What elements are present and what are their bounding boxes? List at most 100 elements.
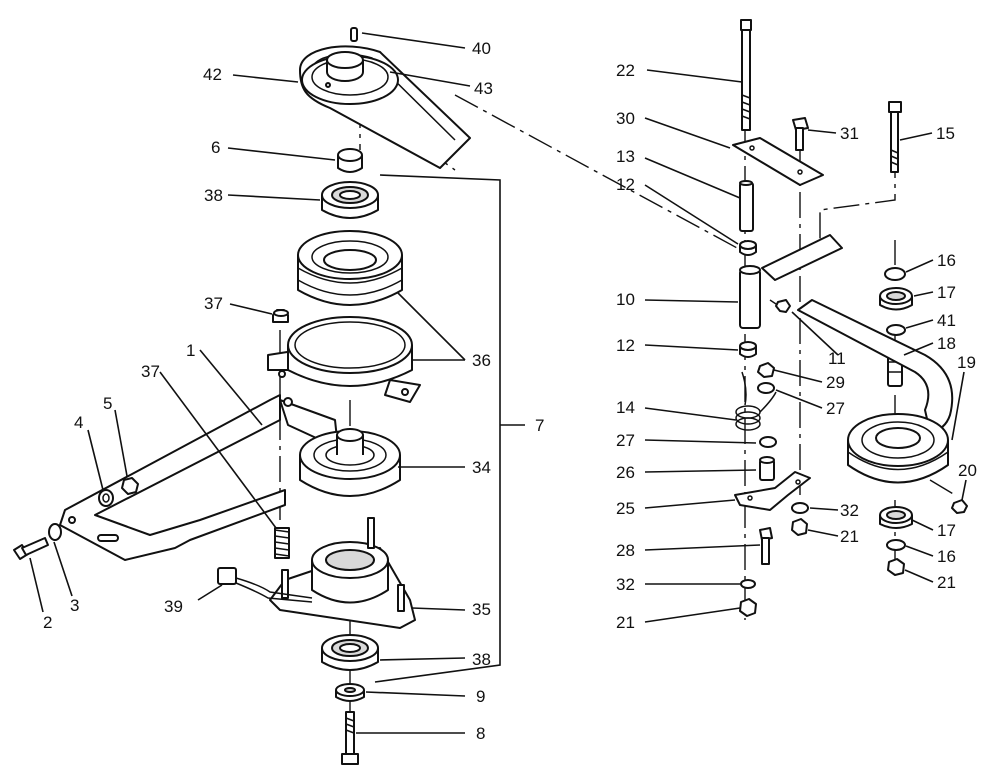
- callout-19: 19: [957, 353, 976, 372]
- callout-17-upper: 17: [937, 283, 956, 302]
- callout-18: 18: [937, 334, 956, 353]
- part-4-bushing: [98, 489, 114, 507]
- callout-6: 6: [211, 138, 220, 157]
- part-6-spacer: [337, 148, 363, 173]
- callout-38-bottom: 38: [472, 650, 491, 669]
- part-17-bearing-upper: [879, 287, 913, 311]
- part-3-washer: [48, 523, 62, 541]
- part-37-spring: [274, 527, 290, 559]
- part-41-o-ring: [886, 324, 906, 336]
- part-38-bearing-bottom: [321, 634, 379, 671]
- part-22-long-bolt: [740, 19, 752, 131]
- part-25-bracket: [734, 471, 811, 511]
- callout-43: 43: [474, 79, 493, 98]
- part-1-mounting-bracket: [59, 394, 339, 561]
- callout-34: 34: [472, 458, 491, 477]
- part-31-short-bolt: [792, 117, 809, 151]
- part-10-pivot-tube: [739, 265, 761, 329]
- part-13-tube: [739, 180, 754, 232]
- callout-37-top: 37: [204, 294, 223, 313]
- part-36-field-ring: [267, 316, 421, 403]
- part-20-grease-fitting: [951, 499, 968, 514]
- callout-30: 30: [616, 109, 635, 128]
- callout-35: 35: [472, 600, 491, 619]
- callout-36: 36: [472, 351, 491, 370]
- callout-16-lower: 16: [937, 547, 956, 566]
- callout-37-spring: 37: [141, 362, 160, 381]
- callout-14: 14: [616, 398, 635, 417]
- part-36-clutch-pulley: [297, 230, 403, 306]
- part-16-washer-lower: [886, 539, 906, 551]
- callout-32-left: 32: [616, 575, 635, 594]
- callout-22: 22: [616, 61, 635, 80]
- callout-29: 29: [826, 373, 845, 392]
- callout-32-center: 32: [840, 501, 859, 520]
- callout-5: 5: [103, 394, 112, 413]
- callout-42: 42: [203, 65, 222, 84]
- part-27-washer-upper: [757, 382, 775, 394]
- callout-7: 7: [535, 416, 544, 435]
- idler-arm: [761, 234, 843, 281]
- callout-38-top: 38: [204, 186, 223, 205]
- part-5-nut: [121, 477, 139, 495]
- callout-10: 10: [616, 290, 635, 309]
- part-11-grease-fitting: [775, 299, 791, 313]
- callout-21-left: 21: [616, 613, 635, 632]
- callout-31: 31: [840, 124, 859, 143]
- part-21-nut-left: [739, 598, 757, 617]
- callout-12-upper: 12: [616, 175, 635, 194]
- part-34-rotor: [299, 428, 401, 497]
- callout-27-lower: 27: [616, 431, 635, 450]
- part-9-washer: [335, 683, 365, 702]
- part-2-bolt: [13, 537, 49, 560]
- part-8-bolt: [341, 711, 359, 765]
- callout-1: 1: [186, 341, 195, 360]
- callout-27-upper: 27: [826, 399, 845, 418]
- callout-15: 15: [936, 124, 955, 143]
- part-32-washer-center: [791, 502, 809, 514]
- part-29-nut: [757, 362, 775, 378]
- part-15-long-bolt: [888, 101, 902, 173]
- callout-labels: 40 42 43 6 38 37 36 1 37 34 4 5 7 2 3 39…: [43, 39, 977, 743]
- callout-13: 13: [616, 147, 635, 166]
- part-12-bushing-upper: [739, 240, 757, 256]
- callout-8: 8: [476, 724, 485, 743]
- part-19-idler-pulley: [847, 413, 949, 484]
- part-21-nut-right: [887, 558, 905, 576]
- part-27-washer-lower: [759, 436, 777, 448]
- part-17-bearing-lower: [879, 506, 913, 529]
- callout-4: 4: [74, 413, 83, 432]
- callout-2: 2: [43, 613, 52, 632]
- callout-3: 3: [70, 596, 79, 615]
- leader-lines: [29, 32, 967, 734]
- part-38-bearing-top: [321, 181, 379, 219]
- part-16-washer-upper: [884, 267, 906, 281]
- callout-41: 41: [937, 311, 956, 330]
- part-39-connector: [217, 567, 313, 603]
- callout-9: 9: [476, 687, 485, 706]
- part-35-clutch-housing: [269, 517, 416, 629]
- part-19-belt: [797, 299, 954, 433]
- callout-21-center: 21: [840, 527, 859, 546]
- callout-21-right: 21: [937, 573, 956, 592]
- callout-28: 28: [616, 541, 635, 560]
- callout-16-upper: 16: [937, 251, 956, 270]
- callout-12-lower: 12: [616, 336, 635, 355]
- callout-17-lower: 17: [937, 521, 956, 540]
- part-37-nut-top: [272, 309, 289, 323]
- callout-39: 39: [164, 597, 183, 616]
- callout-20: 20: [958, 461, 977, 480]
- callout-25: 25: [616, 499, 635, 518]
- part-43-pulley: [301, 51, 399, 105]
- part-12-bushing-lower: [739, 341, 757, 358]
- callout-11: 11: [828, 349, 846, 368]
- part-26-spacer: [759, 456, 775, 481]
- callout-26: 26: [616, 463, 635, 482]
- part-40-roll-pin: [350, 27, 358, 42]
- part-21-nut-center: [791, 518, 808, 536]
- part-30-plate: [732, 137, 824, 186]
- part-28-bolt: [759, 527, 773, 565]
- callout-40: 40: [472, 39, 491, 58]
- part-32-washer-left: [740, 579, 756, 589]
